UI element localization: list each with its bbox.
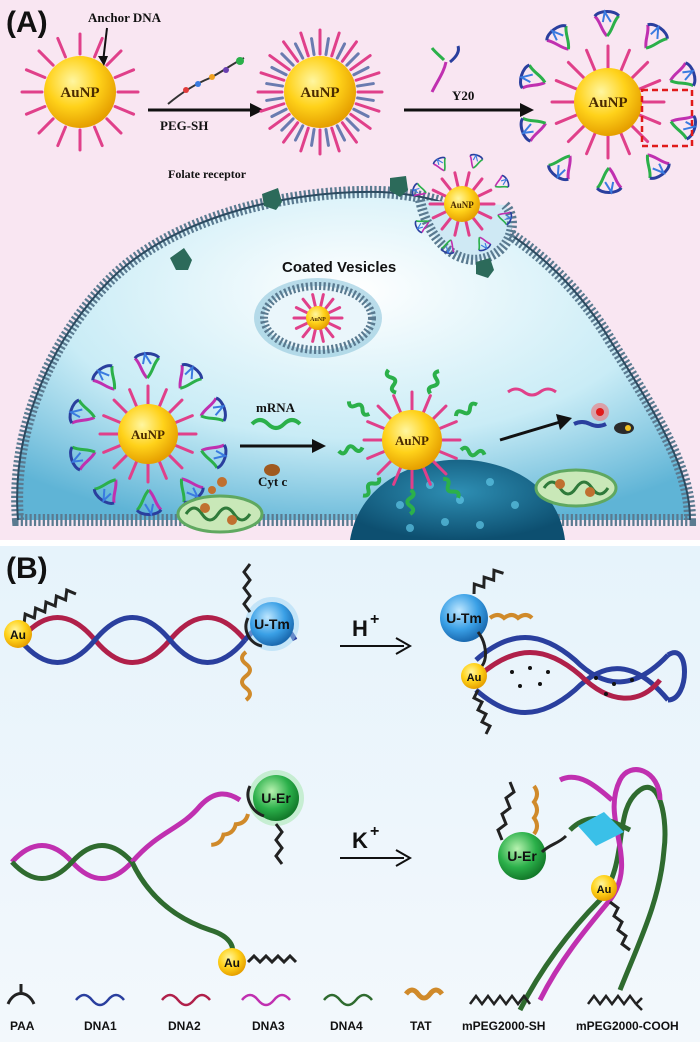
aunp-anchor: AuNP <box>20 32 140 152</box>
svg-text:Au: Au <box>597 884 612 896</box>
endocytic-pit <box>415 198 517 265</box>
panel-b-background <box>0 546 700 1042</box>
svg-text:DNA2: DNA2 <box>168 1019 201 1033</box>
g-quadruplex-structure <box>517 767 668 1012</box>
aunp-cytoplasm: AuNP <box>68 351 228 517</box>
coated-vesicle: AuNP <box>254 278 382 358</box>
y20-label: Y20 <box>452 88 474 103</box>
svg-text:AuNP: AuNP <box>395 433 429 448</box>
mitochondrion-right <box>534 468 618 508</box>
arrow-y20: Y20 <box>404 45 534 117</box>
legend-item-dna2: DNA2 <box>161 993 211 1033</box>
coated-vesicles-label: Coated Vesicles <box>282 259 396 276</box>
duplex-dna3-dna4 <box>10 791 242 963</box>
svg-text:U-Er: U-Er <box>507 848 537 864</box>
peg-chain-au-left <box>22 587 77 625</box>
u-tm-particle-right: U-Tm <box>440 568 534 667</box>
svg-text:AuNP: AuNP <box>131 427 165 442</box>
legend-item-tat: TAT <box>404 987 444 1033</box>
aunp-peg: AuNP <box>256 28 384 156</box>
aunp-y20: AuNP <box>518 9 698 195</box>
k-plus-sign: + <box>370 823 379 840</box>
legend-item-dna1: DNA1 <box>75 993 125 1033</box>
panel-b-letter: (B) <box>6 552 48 585</box>
svg-text:U-Tm: U-Tm <box>254 616 290 632</box>
svg-text:AuNP: AuNP <box>310 317 326 323</box>
panel-a-letter: (A) <box>6 6 48 39</box>
legend-item-dna4: DNA4 <box>323 993 373 1033</box>
h-plus-label: H <box>352 616 368 641</box>
au-nanoparticle-left-bottom: Au <box>218 948 298 976</box>
y-probe-highlight-box <box>640 88 694 148</box>
svg-text:U-Tm: U-Tm <box>446 610 482 626</box>
legend-item-dna3: DNA3 <box>241 993 291 1033</box>
g-quartet <box>578 812 624 846</box>
svg-text:AuNP: AuNP <box>300 85 339 101</box>
cyt-c-label: Cyt c <box>258 474 287 489</box>
folate-receptors <box>170 176 494 278</box>
folate-receptor-label: Folate receptor <box>168 167 247 181</box>
svg-text:AuNP: AuNP <box>450 200 474 210</box>
au-nanoparticle-right-top: Au <box>461 663 493 735</box>
svg-text:mPEG2000-COOH: mPEG2000-COOH <box>576 1019 679 1033</box>
panel-b: (B) Au U-Tm H + <box>0 546 700 1042</box>
u-tm-particle-left: U-Tm <box>240 563 299 702</box>
aunp-hybridized: AuNP <box>337 368 487 516</box>
triplex-dna <box>474 635 687 715</box>
u-er-particle-right: U-Er <box>496 781 568 880</box>
svg-text:AuNP: AuNP <box>60 85 99 101</box>
released-strand <box>507 387 557 397</box>
aunp-entering: AuNP <box>411 153 513 255</box>
fluorescent-probe <box>573 403 634 434</box>
mrna-label: mRNA <box>256 400 296 415</box>
au-nanoparticle-right-bottom: Au <box>591 875 631 952</box>
legend-item-mpeg2000-cooh: mPEG2000-COOH <box>576 993 679 1033</box>
svg-text:DNA3: DNA3 <box>252 1019 285 1033</box>
svg-text:Au: Au <box>224 956 240 970</box>
legend: PAA DNA1 DNA2 DNA3 DNA4 TAT <box>6 984 679 1033</box>
h-plus-sign: + <box>370 611 379 628</box>
u-er-particle-left: U-Er <box>211 770 304 865</box>
arrow-h-plus: H + <box>340 611 413 655</box>
peg-sh-label: PEG-SH <box>160 118 208 133</box>
svg-text:U-Er: U-Er <box>261 790 291 806</box>
svg-text:Au: Au <box>467 672 482 684</box>
svg-text:DNA1: DNA1 <box>84 1019 117 1033</box>
arrow-release <box>499 420 561 442</box>
arrow-peg-sh: PEG-SH <box>148 57 264 133</box>
mitochondrion-left <box>176 477 264 534</box>
svg-text:DNA4: DNA4 <box>330 1019 363 1033</box>
panel-a: (A) AuNP Anchor DNA PEG-SH AuNP <box>0 0 700 540</box>
svg-text:AuNP: AuNP <box>588 95 627 111</box>
svg-text:Au: Au <box>10 628 26 642</box>
panel-divider <box>0 540 700 546</box>
svg-text:mPEG2000-SH: mPEG2000-SH <box>462 1019 545 1033</box>
legend-item-mpeg2000-sh: mPEG2000-SH <box>462 993 545 1033</box>
svg-text:TAT: TAT <box>410 1019 432 1033</box>
anchor-dna-label: Anchor DNA <box>88 10 162 25</box>
arrow-mrna-cytc: mRNA Cyt c <box>240 400 326 489</box>
svg-text:PAA: PAA <box>10 1019 35 1033</box>
k-plus-label: K <box>352 828 368 853</box>
au-nanoparticle-left: Au <box>4 620 32 648</box>
legend-item-paa: PAA <box>6 984 36 1033</box>
arrow-k-plus: K + <box>340 823 413 867</box>
